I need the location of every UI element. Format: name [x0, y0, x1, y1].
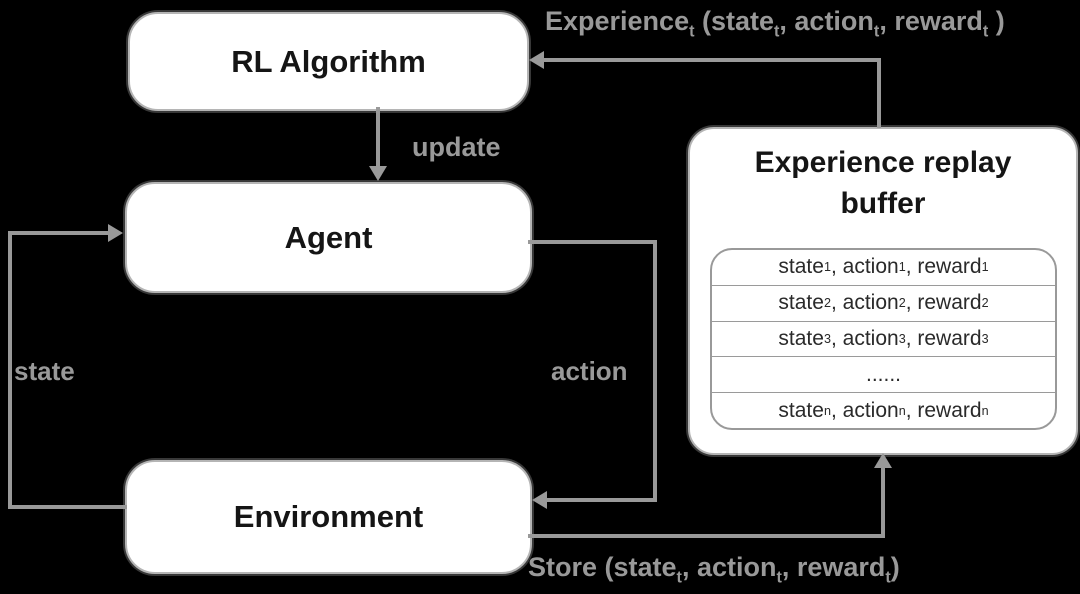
state-arrowhead-icon [108, 224, 123, 242]
state-edge-bottom-line [8, 505, 127, 509]
update-edge-label: update [412, 132, 501, 162]
action-edge-bottom-line [546, 498, 657, 502]
buffer-title: Experience replay buffer [754, 146, 1012, 220]
state-edge-label: state [14, 356, 75, 386]
experience-edge-label: Experiencet (statet, actiont, rewardt ) [545, 6, 1005, 41]
store-edge-label: Store (statet, actiont, rewardt) [528, 552, 900, 587]
buffer-row: ...... [712, 356, 1055, 392]
agent-box: Agent [125, 182, 532, 293]
action-arrowhead-icon [532, 491, 547, 509]
agent-label: Agent [284, 219, 373, 255]
environment-box: Environment [125, 460, 532, 574]
store-edge-vertical-line [881, 467, 885, 538]
rl-algorithm-box: RL Algorithm [128, 12, 529, 111]
action-edge-top-line [528, 240, 657, 244]
state-edge-top-line [8, 231, 110, 235]
rl-algorithm-label: RL Algorithm [231, 43, 426, 79]
environment-label: Environment [233, 499, 424, 534]
experience-arrowhead-icon [529, 51, 544, 69]
action-edge-label: action [551, 356, 628, 386]
action-edge-vertical-line [653, 240, 657, 502]
store-arrowhead-icon [874, 453, 892, 468]
experience-edge-horizontal-line [543, 58, 881, 62]
state-edge-vertical-line [8, 231, 12, 509]
experience-edge-vertical-line [877, 58, 881, 128]
update-arrowhead-icon [369, 166, 387, 181]
store-edge-horizontal-line [528, 534, 885, 538]
update-edge-line [376, 107, 380, 169]
